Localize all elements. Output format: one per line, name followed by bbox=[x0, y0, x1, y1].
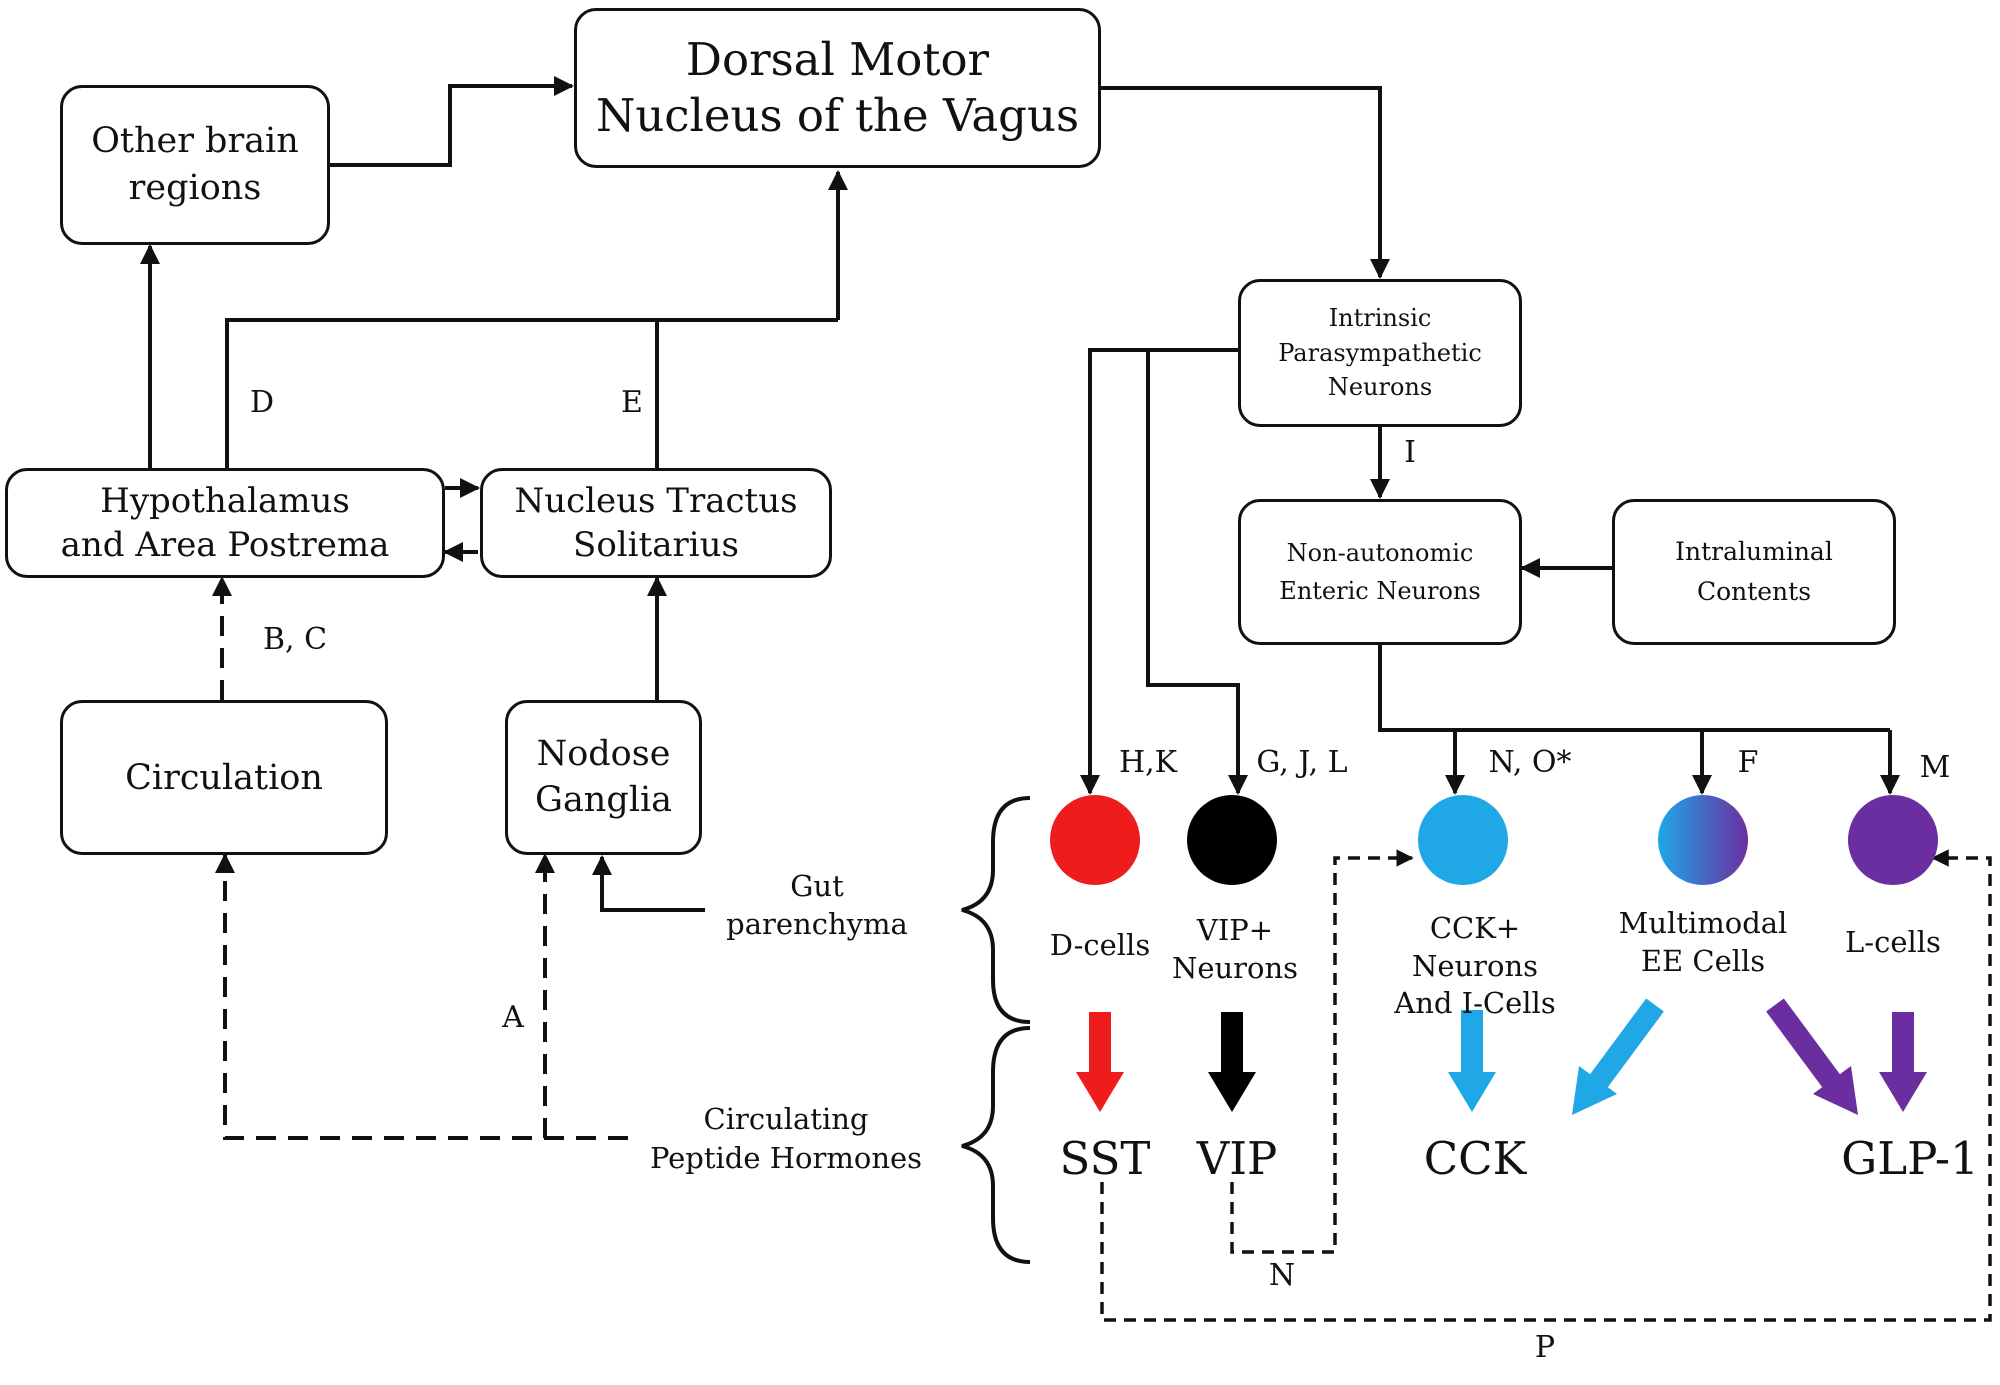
edge-other-to-dmnv bbox=[330, 76, 574, 167]
node-nts: Nucleus Tractus Solitarius bbox=[480, 468, 832, 578]
cell-d-cells-circle bbox=[1050, 795, 1140, 885]
cell-cck-label: CCK+ Neurons And I-Cells bbox=[1394, 911, 1556, 1021]
cell-l-cells-label: L-cells bbox=[1845, 925, 1941, 959]
node-circulation-label: Circulation bbox=[125, 757, 323, 798]
edge-vip-to-cck bbox=[1230, 849, 1414, 1254]
hormone-vip: VIP bbox=[1196, 1132, 1278, 1185]
group-gut-parenchyma: Gut parenchyma bbox=[726, 869, 908, 941]
brace-circulating-hormones bbox=[954, 1026, 1031, 1264]
edge-label-d: D bbox=[249, 385, 275, 420]
cell-l-cells-circle bbox=[1848, 795, 1938, 885]
edge-nonauto-bus bbox=[1378, 645, 1890, 732]
edge-label-no: N, O* bbox=[1488, 745, 1572, 780]
edge-label-e: E bbox=[621, 385, 643, 420]
arrow-lcells-to-glp1 bbox=[1879, 1012, 1927, 1112]
node-intrinsic-label: Intrinsic Parasympathetic Neurons bbox=[1278, 303, 1482, 402]
arrow-vip-to-vip bbox=[1208, 1012, 1256, 1112]
cell-vip-neurons-circle bbox=[1187, 795, 1277, 885]
edge-label-a: A bbox=[502, 1000, 524, 1035]
edge-label-bc: B, C bbox=[262, 622, 328, 657]
edge-d-to-dmnv bbox=[225, 318, 838, 468]
edge-label-f: F bbox=[1737, 745, 1759, 780]
node-intraluminal-label: Intraluminal Contents bbox=[1675, 537, 1833, 606]
edge-intrinsic-to-dcells bbox=[1080, 348, 1238, 795]
edge-label-i: I bbox=[1404, 435, 1416, 470]
node-other-brain: Other brain regions bbox=[60, 85, 330, 245]
arrow-dcells-to-sst bbox=[1076, 1012, 1124, 1112]
cell-ee-label: Multimodal EE Cells bbox=[1618, 906, 1788, 978]
node-intraluminal: Intraluminal Contents bbox=[1612, 499, 1896, 645]
edge-label-gjl: G, J, L bbox=[1256, 745, 1348, 780]
cell-ee-circle bbox=[1658, 795, 1748, 885]
cell-cck-circle bbox=[1418, 795, 1508, 885]
edge-label-m: M bbox=[1919, 750, 1951, 785]
brace-gut-parenchyma bbox=[954, 796, 1031, 1024]
arrow-ee-to-cck bbox=[1572, 998, 1664, 1115]
cell-vip-neurons-label: VIP+ Neurons bbox=[1171, 913, 1299, 985]
hormone-cck: CCK bbox=[1423, 1132, 1527, 1185]
edge-intrinsic-to-vip bbox=[1146, 350, 1248, 795]
edge-label-p: P bbox=[1534, 1330, 1556, 1365]
node-other-brain-label: Other brain regions bbox=[91, 120, 299, 208]
node-dmnv: Dorsal Motor Nucleus of the Vagus bbox=[574, 8, 1101, 168]
edge-gut-to-nodose bbox=[592, 855, 705, 912]
node-non-autonomic-label: Non-autonomic Enteric Neurons bbox=[1279, 538, 1481, 605]
edge-label-hk: H,K bbox=[1118, 745, 1178, 780]
edge-dmnv-to-intrinsic bbox=[1100, 86, 1390, 279]
node-nodose: Nodose Ganglia bbox=[505, 700, 702, 855]
node-nts-label: Nucleus Tractus Solitarius bbox=[514, 480, 798, 565]
node-hypothalamus: Hypothalamus and Area Postrema bbox=[5, 468, 445, 578]
node-intrinsic: Intrinsic Parasympathetic Neurons bbox=[1238, 279, 1522, 427]
arrow-ee-to-glp1 bbox=[1766, 998, 1858, 1115]
node-circulation: Circulation bbox=[60, 700, 388, 855]
node-non-autonomic: Non-autonomic Enteric Neurons bbox=[1238, 499, 1522, 645]
hormone-glp1: GLP-1 bbox=[1841, 1132, 1979, 1185]
group-circulating-hormones: Circulating Peptide Hormones bbox=[649, 1102, 923, 1176]
node-nodose-label: Nodose Ganglia bbox=[534, 734, 673, 820]
node-hypothalamus-label: Hypothalamus and Area Postrema bbox=[60, 480, 390, 565]
cell-d-cells-label: D-cells bbox=[1049, 928, 1151, 962]
hormone-sst: SST bbox=[1059, 1132, 1151, 1185]
edge-label-n2: N bbox=[1268, 1258, 1296, 1293]
edge-sst-to-lcells bbox=[1100, 849, 1992, 1322]
edge-hormones-to-circulation bbox=[215, 853, 628, 1140]
arrow-cck-to-cck bbox=[1448, 1010, 1496, 1112]
node-dmnv-label: Dorsal Motor Nucleus of the Vagus bbox=[595, 32, 1080, 142]
